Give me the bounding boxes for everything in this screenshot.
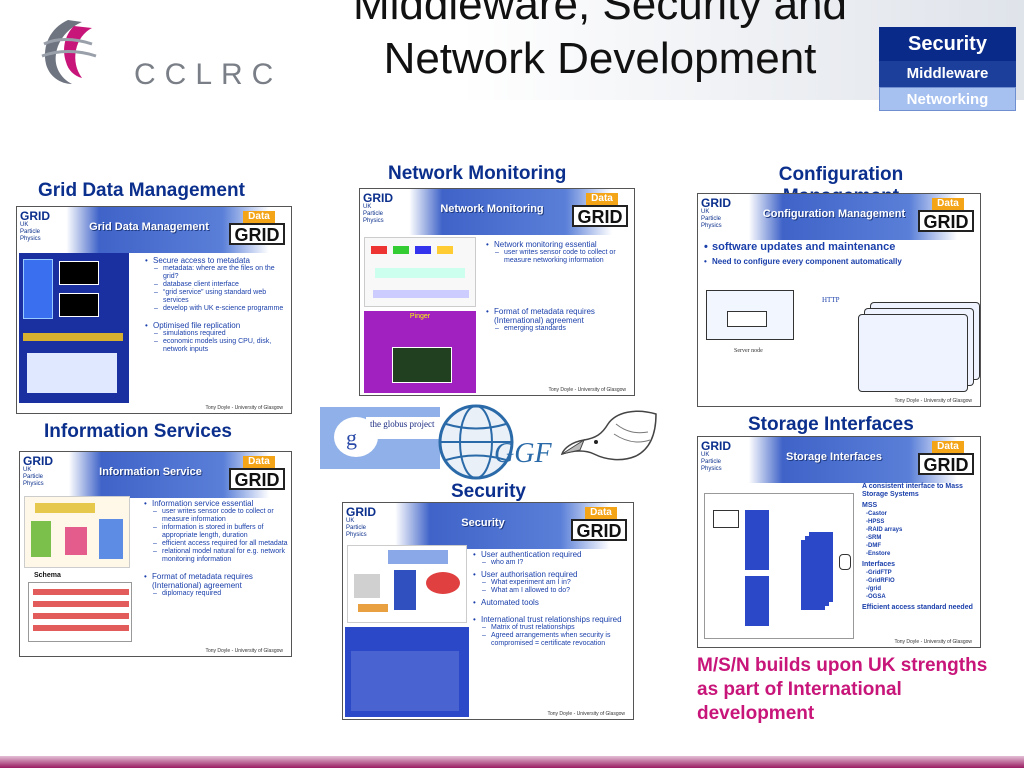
- storage-list: A consistent interface to Mass Storage S…: [862, 483, 973, 611]
- cclrc-logo: CCLRC: [34, 14, 273, 91]
- slide-footer: Tony Doyle - University of Glasgow: [547, 711, 625, 717]
- stack-networking: Networking: [879, 87, 1016, 111]
- client-nodes: [858, 314, 968, 392]
- slide-title: Grid Data Management: [89, 221, 209, 233]
- ggf-logo: GGF: [436, 402, 552, 488]
- title-line-2: Network Development: [383, 34, 817, 83]
- slide-title: Storage Interfaces: [786, 451, 882, 463]
- slide-bullets: Information service essential user write…: [144, 496, 290, 598]
- globus-text: the globus project: [370, 419, 435, 429]
- slide-footer: Tony Doyle - University of Glasgow: [894, 398, 972, 404]
- topic-stack: Security Middleware Networking: [879, 27, 1016, 111]
- slide-footer: Tony Doyle - University of Glasgow: [548, 387, 626, 393]
- storage-diagram: [704, 493, 854, 639]
- label-network-monitoring: Network Monitoring: [388, 163, 567, 184]
- schema-label: Schema: [34, 572, 61, 579]
- title-line-1: Middleware, Security and: [352, 0, 847, 29]
- label-storage-interfaces: Storage Interfaces: [748, 414, 914, 435]
- slide-footer: Tony Doyle - University of Glasgow: [205, 648, 283, 654]
- label-information-services: Information Services: [44, 421, 232, 442]
- pinger-panel: Pinger: [364, 311, 476, 393]
- bottom-bar: [0, 756, 1024, 768]
- stack-security: Security: [879, 27, 1016, 61]
- svg-text:g: g: [346, 425, 357, 450]
- config-files-box: [706, 290, 794, 340]
- slide-bullets: Secure access to metadata metadata: wher…: [145, 253, 289, 354]
- slide-footer: Tony Doyle - University of Glasgow: [894, 639, 972, 645]
- ggf-text: GGF: [494, 438, 552, 469]
- label-config-line-1: Configuration: [778, 164, 904, 185]
- slide-bullets: Network monitoring essential user writes…: [486, 237, 632, 333]
- slide-title: Information Service: [99, 466, 202, 478]
- slide-footer: Tony Doyle - University of Glasgow: [205, 405, 283, 411]
- stack-middleware: Middleware: [879, 61, 1016, 87]
- slide-title: Security: [461, 517, 505, 529]
- slide-title: Network Monitoring: [440, 203, 544, 215]
- security-sub-slide: [345, 627, 469, 717]
- logo-text: CCLRC: [134, 58, 283, 91]
- slide-bullets: User authentication required who am I? U…: [473, 547, 631, 648]
- server-node-label: Server node: [734, 348, 763, 354]
- label-security: Security: [451, 481, 526, 502]
- info-diagram: [24, 496, 130, 568]
- msn-caption: M/S/N builds upon UK strengths as part o…: [697, 655, 988, 724]
- globus-logo: g the globus project: [320, 407, 440, 469]
- http-label: HTTP: [822, 296, 840, 304]
- security-diagram: [347, 545, 467, 623]
- slide-bullets: software updates and maintenance Need to…: [704, 238, 974, 266]
- condor-logo: [556, 404, 666, 474]
- cclrc-swirl-icon: [41, 20, 97, 84]
- monitoring-diagram: [364, 237, 476, 307]
- slide-title: Configuration Management: [762, 208, 906, 220]
- architecture-diagram: [19, 253, 129, 403]
- label-grid-data-management: Grid Data Management: [38, 180, 245, 201]
- schema-table: [28, 582, 132, 642]
- header-band: [0, 0, 1024, 100]
- page-title: Middleware, Security and Network Develop…: [290, 0, 910, 86]
